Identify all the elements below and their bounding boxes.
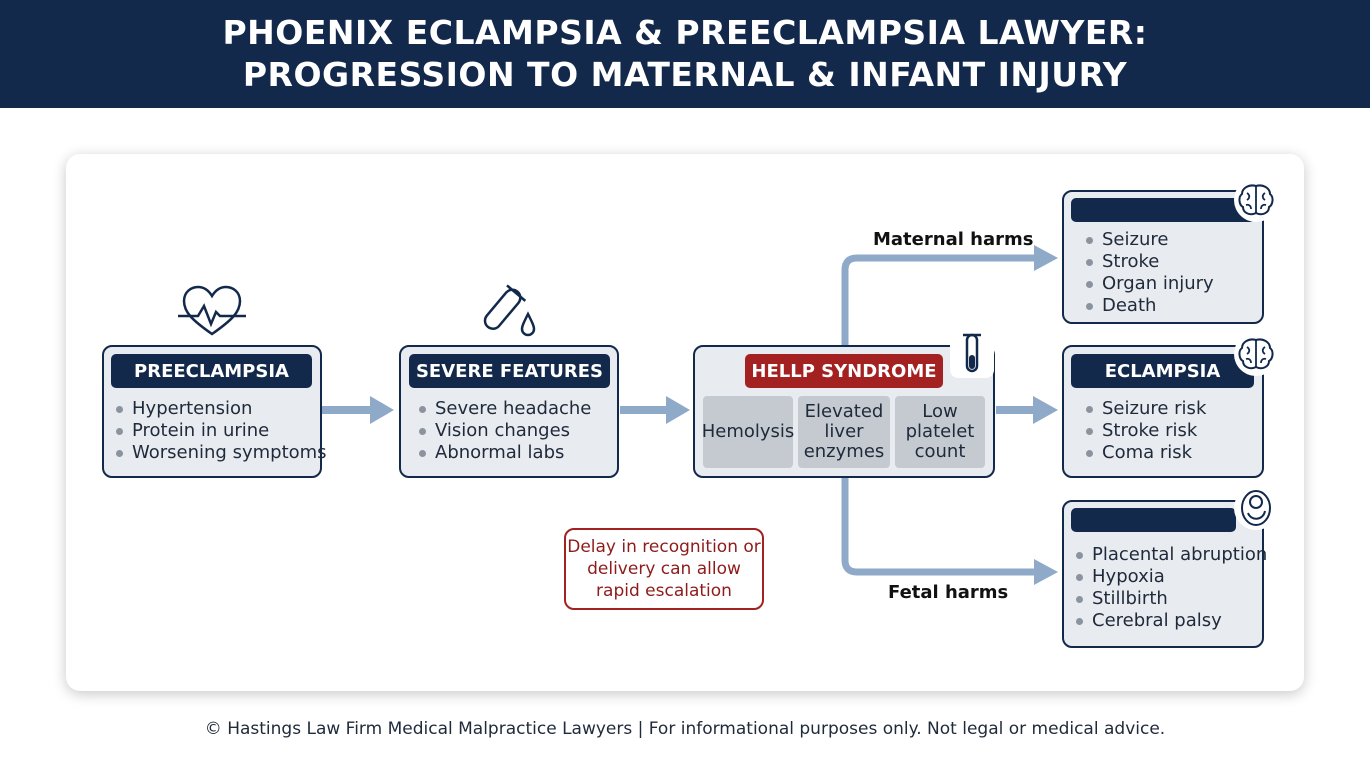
list-item: Stroke bbox=[1084, 251, 1214, 273]
brain-icon bbox=[1234, 332, 1278, 376]
list-item: Vision changes bbox=[417, 420, 591, 442]
header-title-line2: PROGRESSION TO MATERNAL & INFANT INJURY bbox=[242, 55, 1128, 94]
list-item: Worsening symptoms bbox=[114, 442, 327, 464]
arrow-head-3 bbox=[1033, 396, 1058, 424]
hellp-component-liver-enzymes: Elevated liver enzymes bbox=[798, 396, 890, 468]
list-item: Coma risk bbox=[1084, 442, 1206, 464]
arrow-preeclampsia-to-severe bbox=[322, 406, 372, 414]
list-item: Stroke risk bbox=[1084, 420, 1206, 442]
list-item: Seizure risk bbox=[1084, 398, 1206, 420]
maternal-harms-label: Maternal harms bbox=[873, 229, 1034, 250]
list-item: Cerebral palsy bbox=[1074, 610, 1267, 632]
fetal-harms-label: Fetal harms bbox=[888, 582, 1009, 603]
fetus-icon bbox=[1234, 486, 1278, 530]
list-item: Hypertension bbox=[114, 398, 327, 420]
test-tube-icon bbox=[950, 328, 994, 378]
heart-pulse-icon bbox=[178, 285, 246, 336]
arrow-head-maternal bbox=[1034, 245, 1058, 271]
brain-icon bbox=[1234, 178, 1278, 222]
list-item: Placental abruption bbox=[1074, 544, 1267, 566]
delay-warning-note: Delay in recognition or delivery can all… bbox=[564, 528, 764, 610]
arrow-head-fetal bbox=[1034, 559, 1058, 585]
hellp-component-platelets: Low platelet count bbox=[895, 396, 985, 468]
outcome-fetal-list: Placental abruption Hypoxia Stillbirth C… bbox=[1074, 544, 1267, 632]
outcome-fetal-title bbox=[1071, 508, 1236, 532]
list-item: Severe headache bbox=[417, 398, 591, 420]
arrow-hellp-to-eclampsia bbox=[996, 406, 1034, 414]
header-title-line1: PHOENIX ECLAMPSIA & PREECLAMPSIA LAWYER: bbox=[222, 13, 1148, 52]
list-item: Abnormal labs bbox=[417, 442, 591, 464]
list-item: Protein in urine bbox=[114, 420, 327, 442]
stage-preeclampsia-list: Hypertension Protein in urine Worsening … bbox=[114, 398, 327, 464]
stage-preeclampsia-title: PREECLAMPSIA bbox=[111, 354, 312, 388]
arrow-head-2 bbox=[666, 396, 690, 424]
list-item: Organ injury bbox=[1084, 273, 1214, 295]
arrow-fetal-branch bbox=[841, 478, 1036, 576]
header-banner: PHOENIX ECLAMPSIA & PREECLAMPSIA LAWYER:… bbox=[0, 0, 1370, 108]
stage-severe-features-list: Severe headache Vision changes Abnormal … bbox=[417, 398, 591, 464]
outcome-eclampsia-title: ECLAMPSIA bbox=[1071, 354, 1254, 388]
outcome-maternal-title bbox=[1071, 198, 1256, 222]
arrow-maternal-branch bbox=[841, 254, 1036, 346]
list-item: Hypoxia bbox=[1074, 566, 1267, 588]
footer-disclaimer: © Hastings Law Firm Medical Malpractice … bbox=[204, 719, 1166, 739]
stage-severe-features-title: SEVERE FEATURES bbox=[409, 354, 610, 388]
hellp-component-hemolysis: Hemolysis bbox=[702, 396, 794, 468]
list-item: Death bbox=[1084, 295, 1214, 317]
list-item: Seizure bbox=[1084, 229, 1214, 251]
list-item: Stillbirth bbox=[1074, 588, 1267, 610]
outcome-maternal-list: Seizure Stroke Organ injury Death bbox=[1084, 229, 1214, 317]
arrow-head-1 bbox=[370, 396, 394, 424]
stage-hellp-title: HELLP SYNDROME bbox=[745, 354, 943, 388]
test-tube-drop-icon bbox=[483, 284, 536, 337]
outcome-eclampsia-list: Seizure risk Stroke risk Coma risk bbox=[1084, 398, 1206, 464]
arrow-severe-to-hellp bbox=[620, 406, 668, 414]
